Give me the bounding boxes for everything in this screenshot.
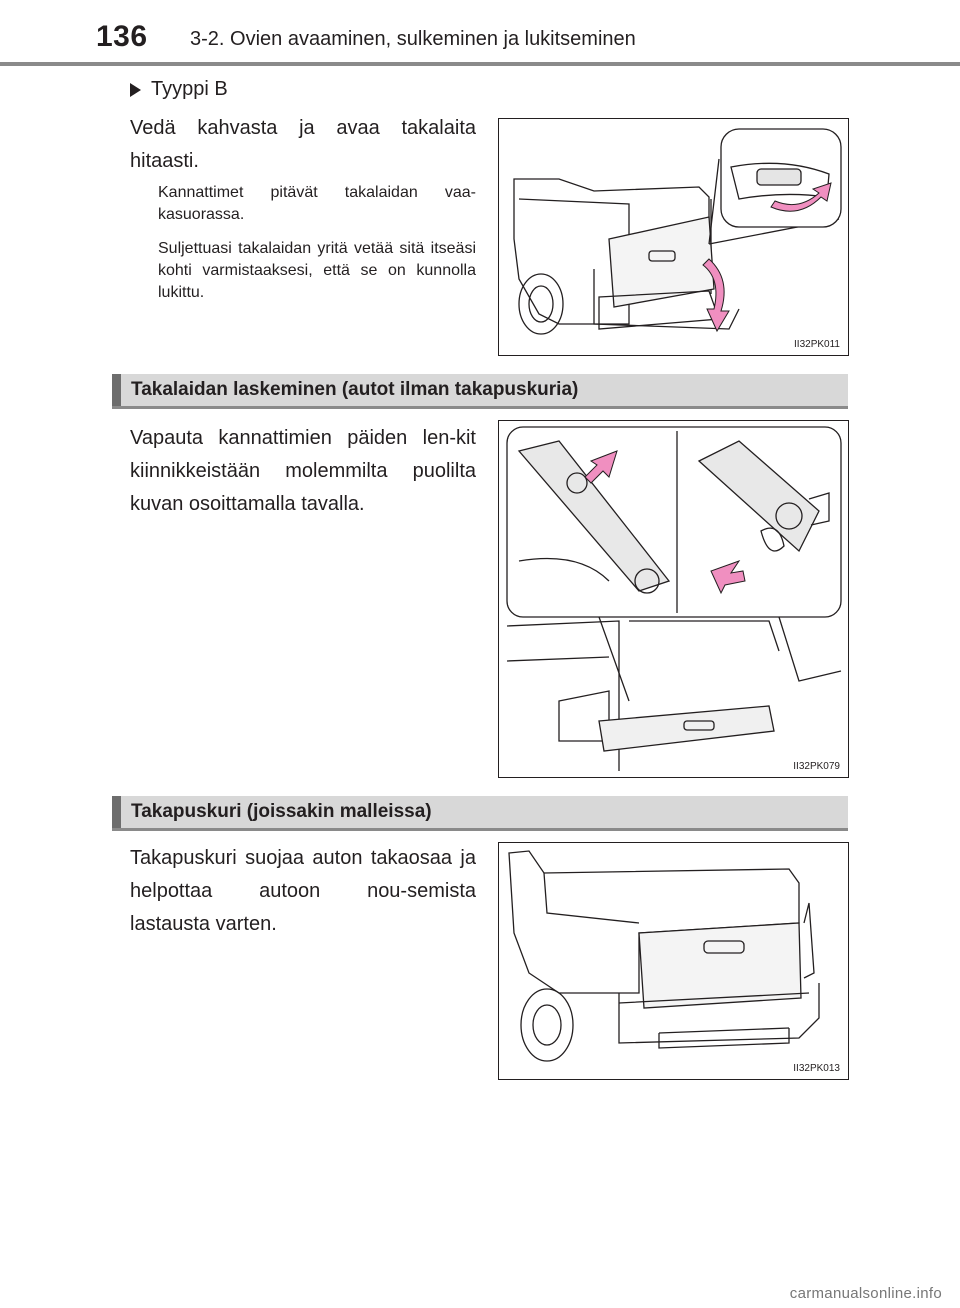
tailgate-opening-figure: II32PK011 (498, 118, 849, 356)
section-lowering-title: Takalaidan laskeminen (autot ilman takap… (131, 379, 579, 400)
section-bumper-title: Takapuskuri (joissakin malleissa) (131, 801, 432, 822)
watermark: carmanualsonline.info (789, 1285, 942, 1302)
section-bar-bumper: Takapuskuri (joissakin malleissa) (112, 796, 848, 831)
section-header: 3-2. Ovien avaaminen, sulkeminen ja luki… (190, 28, 636, 50)
figure-code: II32PK079 (793, 761, 840, 772)
lowering-instruction: Vapauta kannattimien päiden len-kit kiin… (130, 427, 476, 515)
strap-release-illustration (506, 426, 842, 771)
triangle-bullet-icon (130, 82, 141, 97)
section-bar-marker (112, 374, 121, 406)
figure-code: II32PK011 (794, 339, 840, 350)
type-b-note-2: Suljettuasi takalaidan yritä vetää sitä … (158, 240, 476, 301)
section-bar-marker (112, 796, 121, 828)
bumper-text: Takapuskuri suojaa auton takaosaa ja hel… (130, 847, 476, 935)
rear-bumper-figure: II32PK013 (498, 842, 849, 1080)
type-b-label: Tyyppi B (130, 78, 228, 101)
figure-code: II32PK013 (793, 1063, 840, 1074)
strap-release-figure: II32PK079 (498, 420, 849, 778)
type-b-label-text: Tyyppi B (151, 78, 228, 100)
tailgate-opening-illustration (513, 128, 842, 335)
type-b-instruction: Vedä kahvasta ja avaa takalaita hitaasti… (130, 117, 476, 172)
header-rule (0, 62, 960, 66)
rear-bumper-illustration (508, 850, 820, 1062)
page-number: 136 (96, 20, 148, 53)
section-bar-lowering: Takalaidan laskeminen (autot ilman takap… (112, 374, 848, 409)
type-b-note-1: Kannattimet pitävät takalaidan vaa-kasuo… (158, 184, 476, 223)
